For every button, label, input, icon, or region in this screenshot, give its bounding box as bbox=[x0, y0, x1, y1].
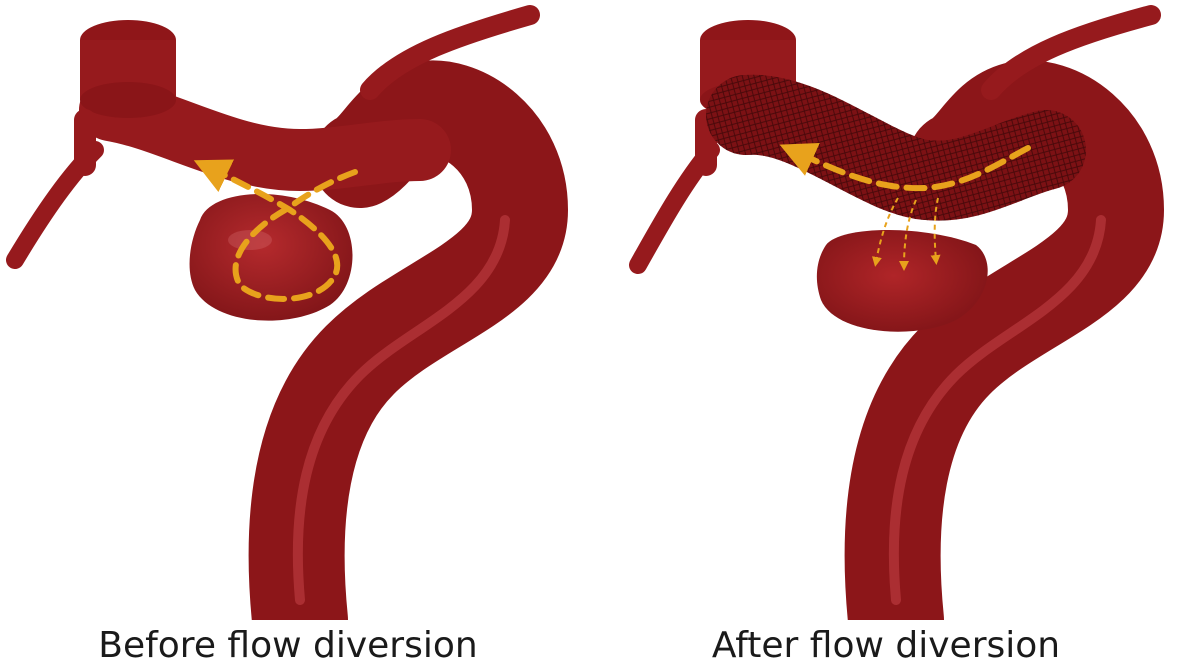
vessel-model-after bbox=[596, 0, 1192, 620]
caption-before: Before flow diversion bbox=[0, 624, 586, 668]
panel-after: After flow diversion bbox=[596, 0, 1192, 669]
aneurysm-sac bbox=[190, 194, 353, 321]
panel-before: Before flow diversion bbox=[0, 0, 596, 669]
stent-mesh bbox=[746, 115, 1046, 181]
vessel-model-before bbox=[0, 0, 596, 620]
caption-after: After flow diversion bbox=[588, 624, 1184, 668]
